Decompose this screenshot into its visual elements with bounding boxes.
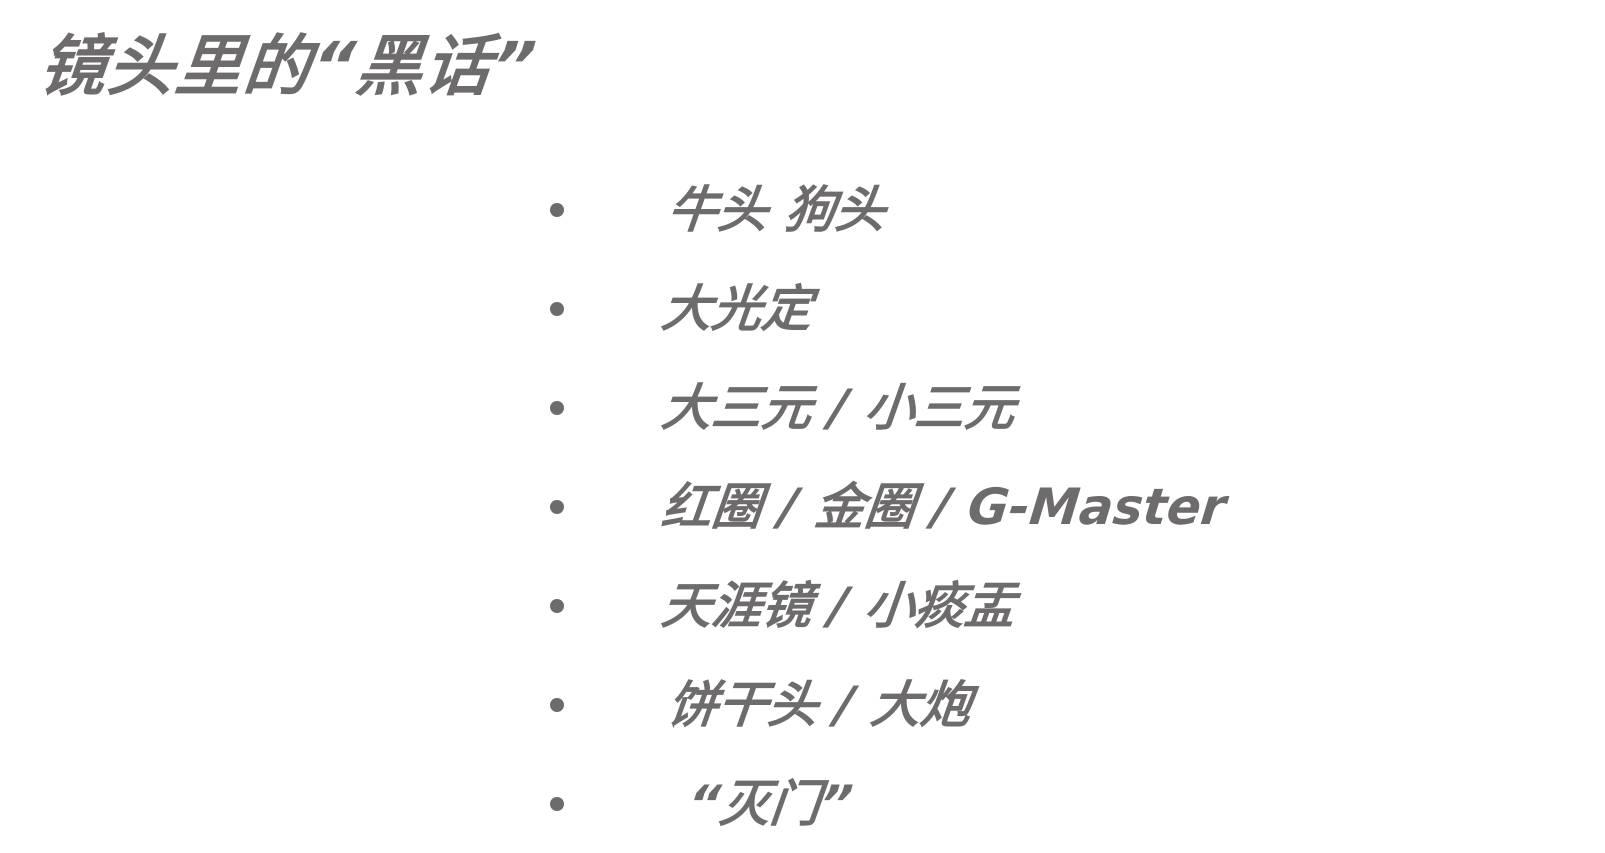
list-item: 大三元 / 小三元 [550, 358, 1018, 457]
bullet-dot-icon [550, 202, 564, 217]
bullet-dot-icon [550, 697, 564, 712]
bullet-list: 牛头 狗头 大光定 大三元 / 小三元 红圈 / 金圈 / G-Master 天… [550, 160, 1229, 853]
list-item: 大光定 [550, 259, 815, 358]
bullet-dot-icon [550, 598, 564, 613]
list-item-text: “灭门” [684, 774, 856, 833]
bullet-dot-icon [550, 499, 564, 514]
list-item-text: 天涯镜 / 小痰盂 [658, 576, 1019, 635]
list-item: 饼干头 / 大炮 [550, 655, 974, 754]
list-item-text: 大光定 [658, 279, 816, 338]
slide-title: 镜头里的“黑话” [36, 28, 542, 105]
list-item: 红圈 / 金圈 / G-Master [550, 457, 1229, 556]
bullet-dot-icon [550, 796, 564, 811]
list-item-text: 大三元 / 小三元 [658, 378, 1019, 437]
list-item: “灭门” [550, 754, 855, 853]
list-item-text: 红圈 / 金圈 / G-Master [658, 477, 1229, 536]
bullet-dot-icon [550, 301, 564, 316]
list-item-text: 牛头 狗头 [664, 180, 889, 239]
list-item: 天涯镜 / 小痰盂 [550, 556, 1018, 655]
bullet-dot-icon [550, 400, 564, 415]
list-item: 牛头 狗头 [550, 160, 888, 259]
list-item-text: 饼干头 / 大炮 [664, 675, 975, 734]
